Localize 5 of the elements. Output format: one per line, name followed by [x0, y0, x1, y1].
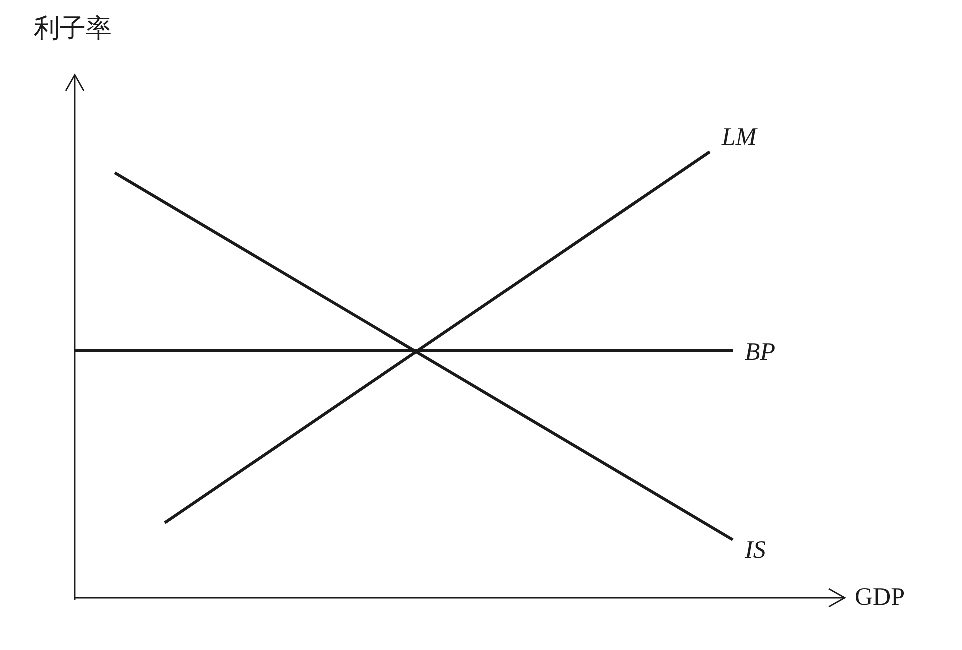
axis-label: GDP [855, 585, 906, 610]
curve-label: IS [745, 538, 766, 563]
curve-label: BP [745, 340, 776, 365]
curve-label: LM [722, 125, 757, 150]
axis-label: 利子率 [34, 16, 112, 42]
